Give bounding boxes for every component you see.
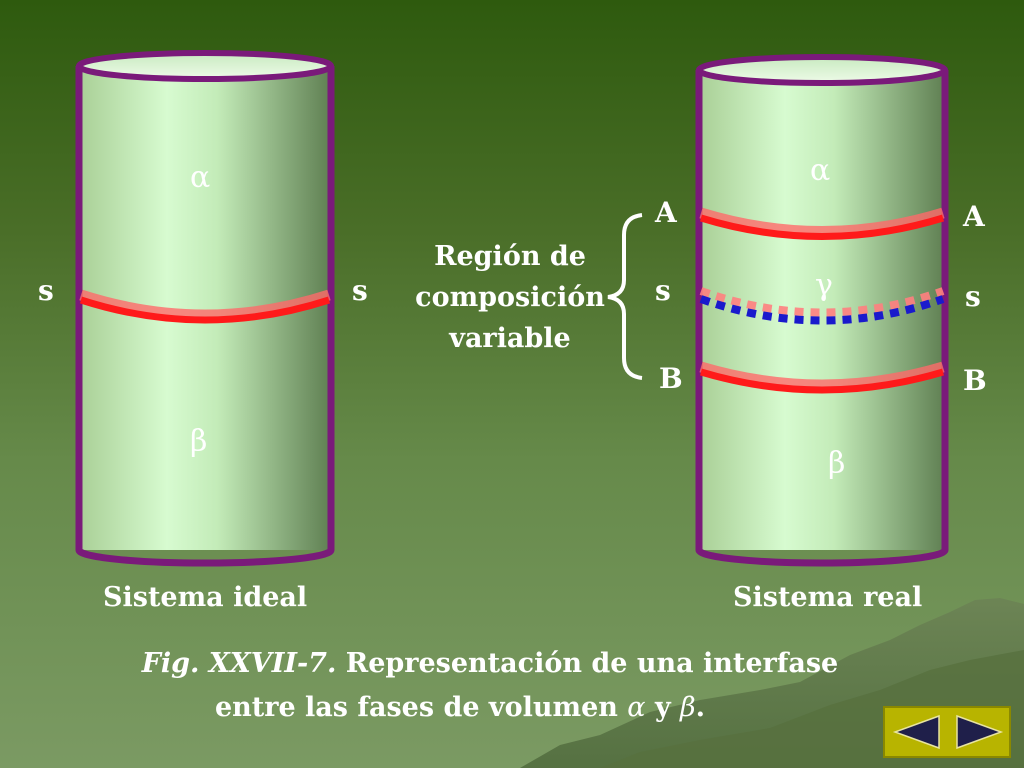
next-slide-button[interactable] — [951, 713, 1007, 751]
region-brace — [607, 213, 643, 380]
boundary-a-left-label: A — [655, 196, 677, 229]
surface-s-left-label-real: s — [655, 274, 671, 307]
region-line-3: variable — [449, 323, 571, 354]
boundary-b-right-label: B — [963, 364, 987, 397]
triangle-left-icon — [892, 714, 940, 750]
beta-phase-label-real: β — [828, 446, 846, 481]
figure-caption-line-2: entre las fases de volumen α y β. — [120, 692, 800, 723]
surface-s-right-label-real: s — [965, 280, 981, 313]
figure-caption-line-1: Fig. XXVII-7. Representación de una inte… — [100, 648, 880, 679]
ideal-system-cylinder — [75, 50, 335, 567]
caption-alpha: α — [627, 692, 646, 723]
real-system-caption: Sistema real — [733, 582, 923, 613]
figure-number: Fig. XXVII-7. — [141, 648, 337, 679]
surface-s-left-label: s — [38, 274, 54, 307]
triangle-right-icon — [956, 714, 1004, 750]
ideal-interface-surface — [79, 289, 331, 321]
previous-slide-button[interactable] — [889, 713, 945, 751]
dividing-surface-s — [699, 287, 945, 317]
variable-composition-region-label: Región de composición variable — [400, 236, 620, 359]
gamma-region-label: γ — [815, 268, 833, 303]
caption-line-2-text: entre las fases de volumen — [214, 692, 618, 723]
slide-navigation — [883, 706, 1011, 758]
alpha-phase-label-real: α — [810, 153, 831, 188]
caption-line-1-text: Representación de una interfase — [345, 648, 839, 679]
alpha-phase-label: α — [190, 160, 211, 195]
boundary-b-left-label: B — [659, 362, 683, 395]
caption-beta: β — [680, 692, 696, 723]
surface-s-right-label: s — [352, 274, 368, 307]
beta-phase-label: β — [190, 424, 208, 459]
region-line-2: composición — [415, 282, 605, 313]
caption-and: y — [654, 692, 671, 723]
ideal-system-caption: Sistema ideal — [103, 582, 308, 613]
caption-period: . — [695, 692, 706, 723]
region-line-1: Región de — [434, 241, 586, 272]
boundary-a — [699, 207, 945, 237]
real-system-cylinder — [695, 54, 949, 567]
boundary-b — [699, 361, 945, 391]
boundary-a-right-label: A — [963, 200, 985, 233]
